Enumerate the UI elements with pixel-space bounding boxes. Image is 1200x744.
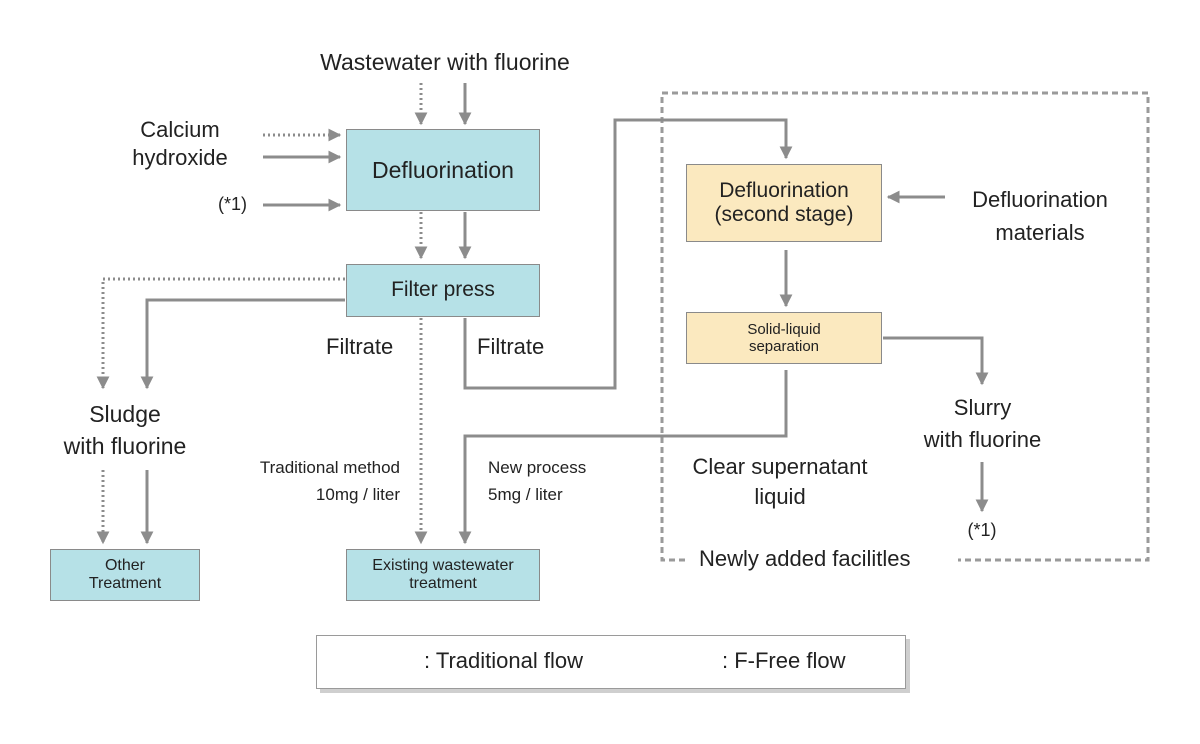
sludge-line2: with fluorine [63, 433, 187, 459]
arrow-supernatant-existing [458, 370, 788, 545]
defluorination-label: Defluorination [372, 156, 514, 183]
materials-line1: Defluorination [972, 187, 1108, 212]
arrow-filtrate-second-stage [463, 118, 793, 390]
filter-press-box: Filter press [346, 264, 540, 317]
new-process-line1: New process [488, 458, 587, 477]
other-treatment-line1: Other [104, 556, 145, 574]
calcium-line1: Calcium [140, 117, 220, 142]
slurry-label: Slurry with fluorine [895, 392, 1070, 456]
new-process-label: New process 5mg / liter [488, 454, 586, 508]
traditional-method-line1: Traditional method [259, 458, 400, 477]
solid-liquid-separation-box: Solid-liquid separation [686, 312, 882, 364]
slurry-line2: with fluorine [923, 427, 1042, 452]
traditional-method-value: 10mg / liter [315, 485, 400, 504]
existing-line1: Existing wastewater [372, 556, 514, 574]
clear-supernatant-label: Clear supernatant liquid [670, 452, 890, 512]
filtrate-right-label: Filtrate [477, 334, 545, 359]
legend-traditional-label: : Traditional flow [424, 648, 583, 673]
ref1-input-label: (*1) [218, 194, 248, 214]
newly-added-boundary [660, 91, 1150, 562]
existing-wastewater-treatment-box: Existing wastewater treatment [346, 549, 540, 601]
calcium-hydroxide-label: Calcium hydroxide [120, 116, 240, 172]
existing-line2: treatment [409, 575, 477, 592]
materials-line2: materials [995, 220, 1085, 245]
calcium-line2: hydroxide [132, 145, 228, 170]
traditional-method-label: Traditional method 10mg / liter [200, 454, 400, 508]
arrow-filter-sludge-traditional [96, 277, 345, 390]
filtrate-left-label: Filtrate [326, 334, 394, 359]
solid-liquid-line1: Solid-liquid [747, 320, 821, 338]
slurry-line1: Slurry [953, 395, 1012, 420]
sludge-line1: Sludge [89, 401, 161, 427]
newly-added-facilities-label: Newly added facilitles [695, 546, 915, 572]
arrow-filter-sludge-ffree [140, 298, 345, 390]
solid-liquid-line2: separation [748, 338, 820, 355]
slurry-ref-label: (*1) [967, 520, 997, 540]
supernatant-line2: liquid [754, 484, 806, 509]
legend [316, 635, 906, 689]
other-treatment-line2: Treatment [88, 575, 162, 592]
defluorination-materials-label: Defluorination materials [950, 183, 1130, 249]
second-stage-line2: (second stage) [714, 203, 854, 226]
defluorination-box: Defluorination [346, 129, 540, 211]
filter-press-label: Filter press [391, 278, 495, 302]
new-process-value: 5mg / liter [488, 485, 563, 504]
sludge-label: Sludge with fluorine [40, 398, 210, 462]
wastewater-label: Wastewater with fluorine [320, 49, 570, 75]
arrow-solid-slurry [883, 336, 989, 386]
other-treatment-box: Other Treatment [50, 549, 200, 601]
second-stage-line1: Defluorination [719, 178, 849, 202]
supernatant-line1: Clear supernatant [692, 454, 868, 479]
defluorination-second-stage-box: Defluorination (second stage) [686, 164, 882, 242]
legend-ffree-label: : F-Free flow [722, 648, 846, 673]
